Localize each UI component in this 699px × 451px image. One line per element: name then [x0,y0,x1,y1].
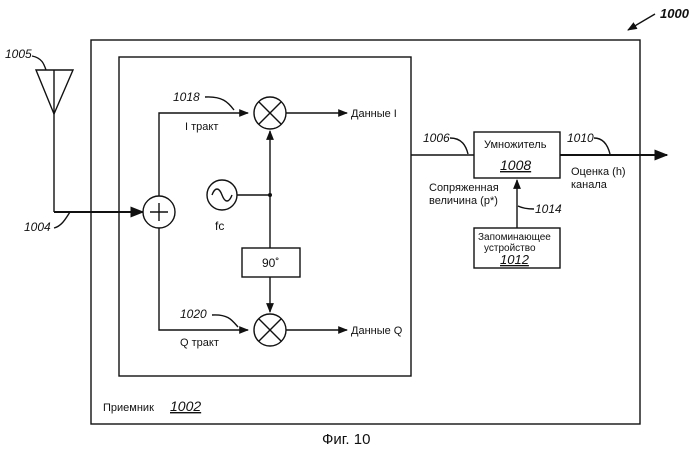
receiver-label: Приемник [103,402,154,414]
oscillator-icon [207,180,237,210]
feed-ref: 1004 [24,220,51,234]
storage-title-line1: Запоминающее [478,232,551,243]
i-path-label: I тракт [185,121,218,133]
i-mixer-node [254,97,286,129]
storage-link-ref: 1014 [535,202,562,216]
q-path-ref-leader [212,315,238,327]
output-label-line1: Оценка (h) [571,166,626,178]
q-path-label: Q тракт [180,337,219,349]
output-ref-leader [594,138,610,154]
conjugate-label-line2: величина (p*) [429,195,498,207]
i-path-ref: 1018 [173,90,200,104]
link-ref-leader [450,138,468,154]
conjugate-label-line1: Сопряженная [429,182,499,194]
storage-link-ref-leader [518,206,534,209]
q-mixer-node [254,314,286,346]
storage-ref: 1012 [500,252,530,267]
figure-caption: Фиг. 10 [322,431,370,448]
output-label-line2: канала [571,179,608,191]
antenna-ref-leader [32,56,46,70]
figure-ref: 1000 [660,6,690,21]
phase-shifter-label: 90˚ [262,256,279,270]
figure-ref-arrow [628,14,655,30]
output-ref: 1010 [567,131,594,145]
feed-ref-leader [54,212,70,228]
i-path-ref-leader [205,97,234,110]
link-ref: 1006 [423,131,450,145]
oscillator-label: fc [215,219,224,233]
receiver-ref: 1002 [170,398,201,414]
multiplier-ref: 1008 [500,157,531,173]
multiplier-title: Умножитель [484,139,547,151]
antenna-ref: 1005 [5,47,32,61]
i-data-label: Данные I [351,108,397,120]
summer-node [143,196,175,228]
q-path-ref: 1020 [180,307,207,321]
q-data-label: Данные Q [351,325,403,337]
antenna-icon [36,70,73,212]
